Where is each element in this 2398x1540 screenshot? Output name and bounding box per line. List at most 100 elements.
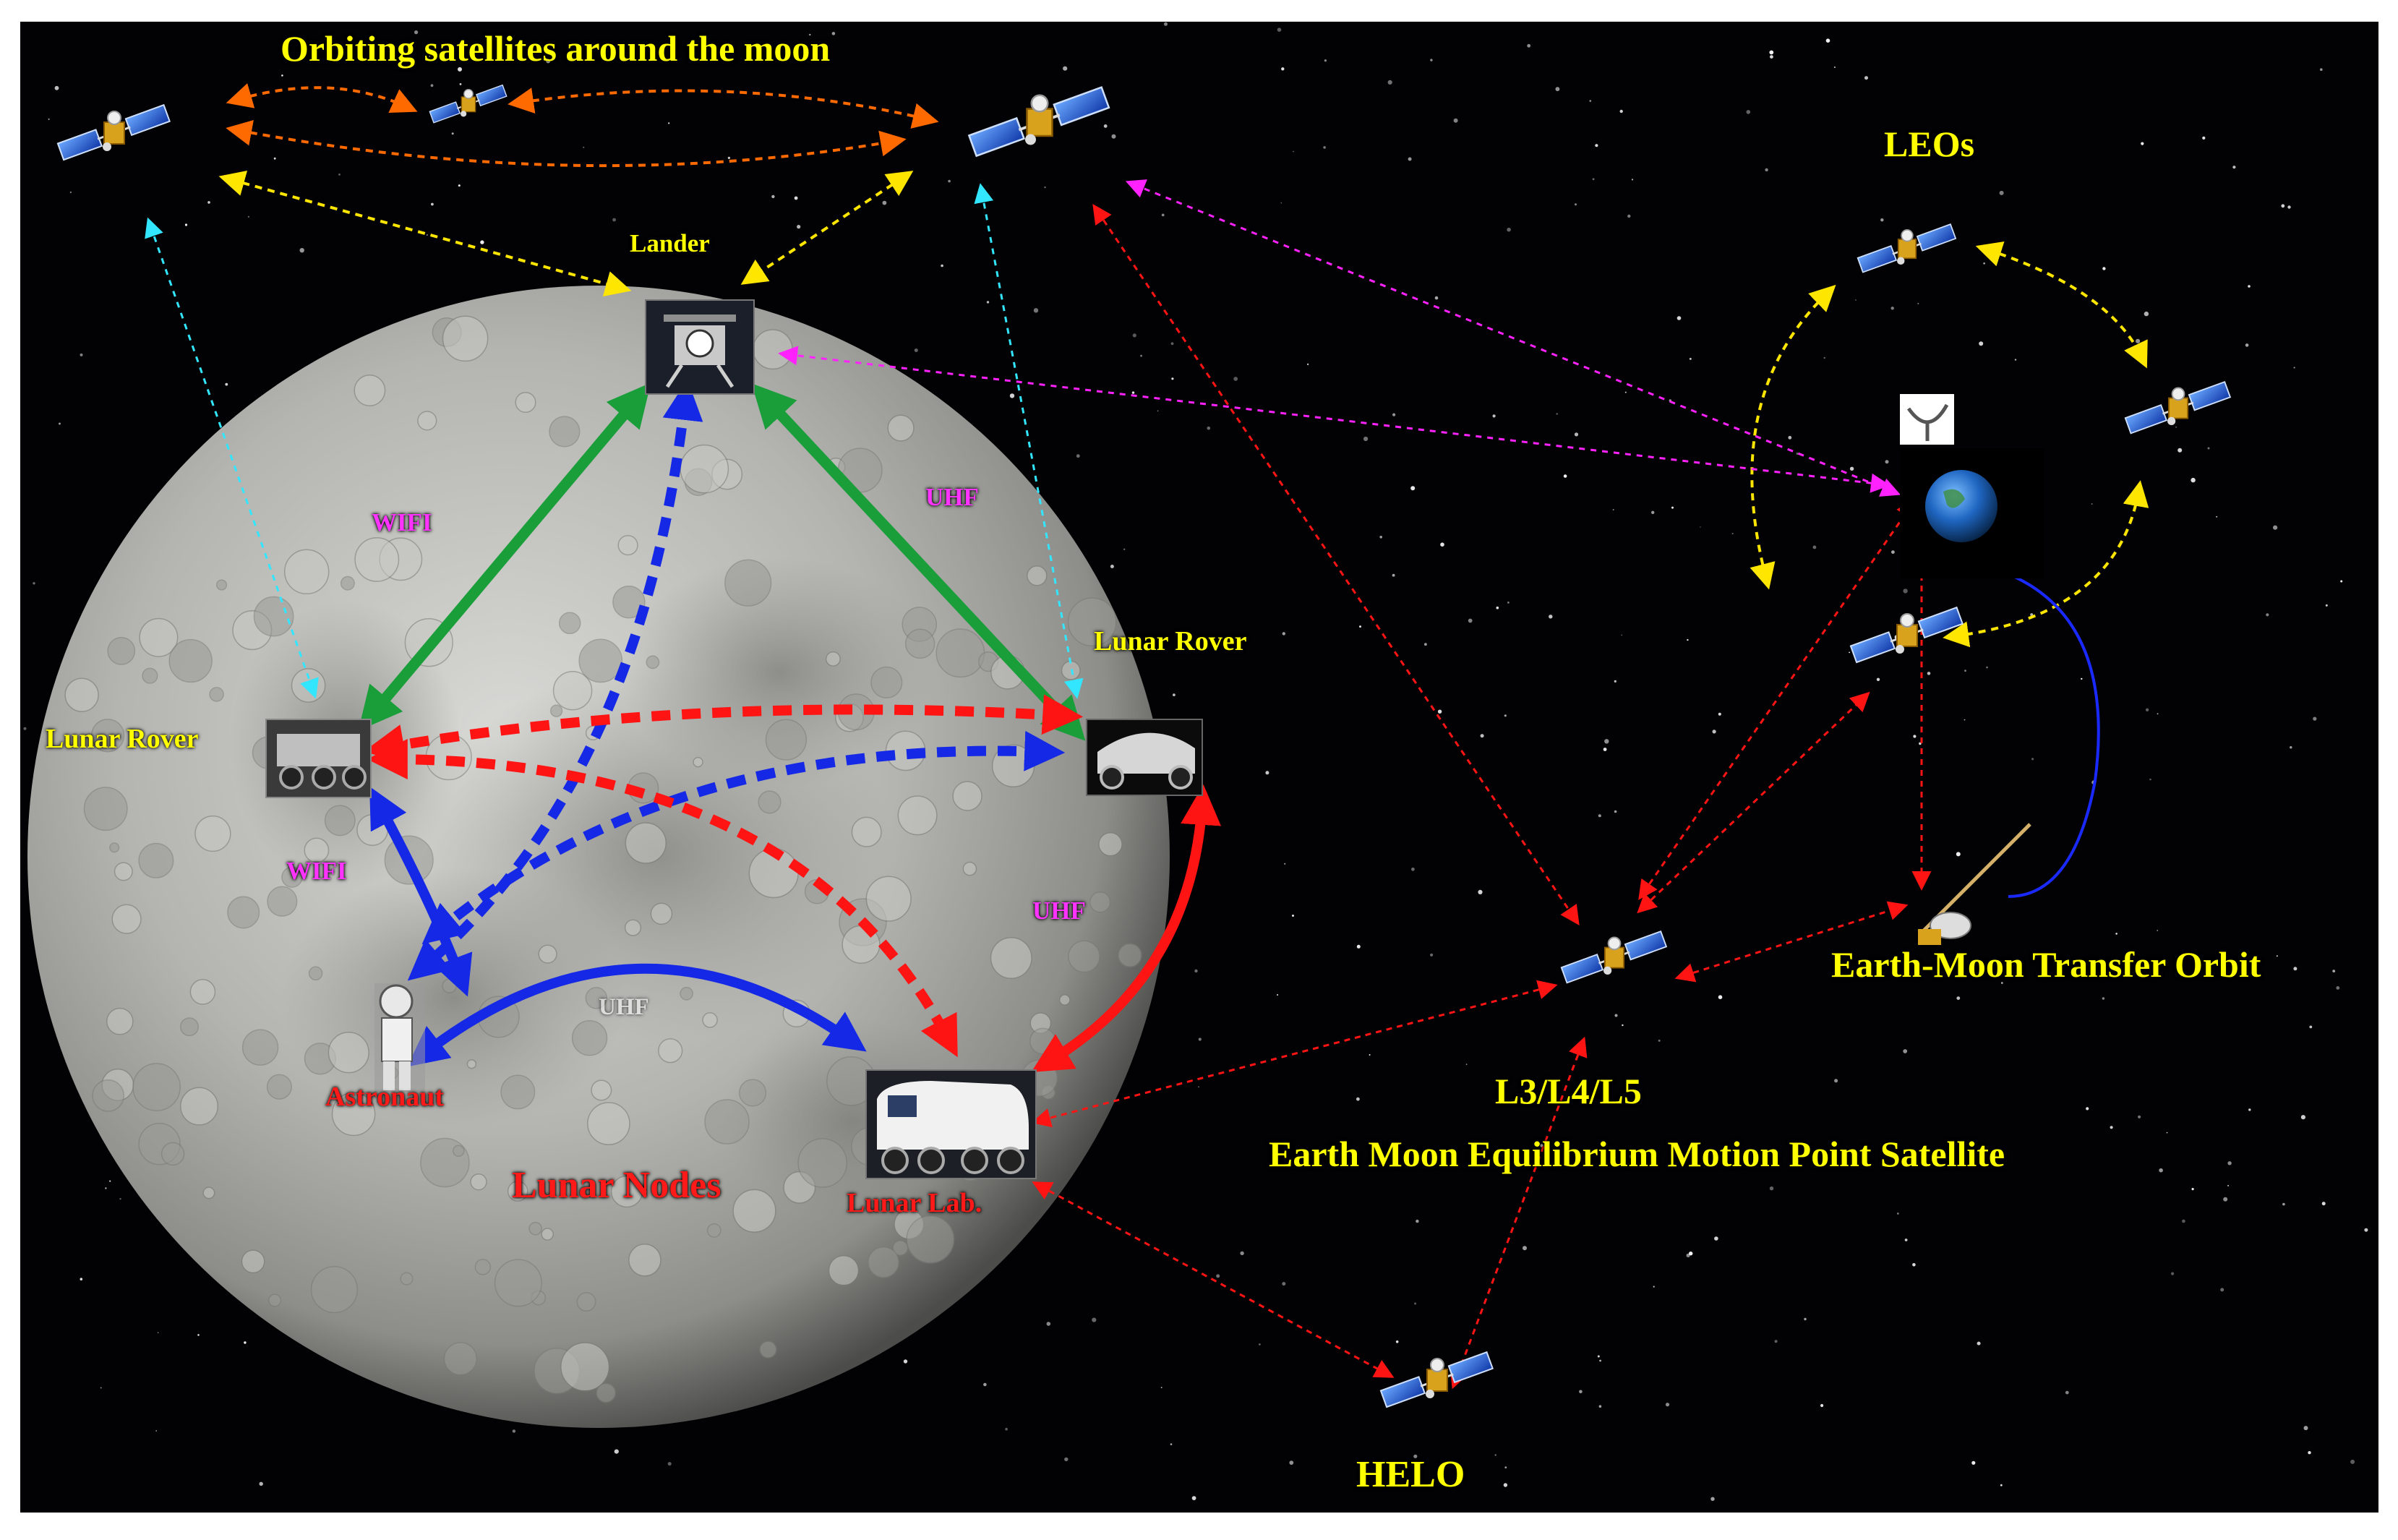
crater [267, 1293, 282, 1307]
crater [704, 1099, 750, 1145]
crater [304, 837, 330, 863]
star [1855, 299, 1857, 301]
star [1834, 1079, 1838, 1083]
crater [160, 1142, 185, 1166]
crater [1098, 831, 1123, 857]
star [1277, 994, 1279, 996]
crater [442, 978, 457, 993]
star [1076, 454, 1080, 458]
star [2001, 982, 2003, 984]
star [1687, 638, 1689, 641]
crater [625, 822, 667, 864]
star [2245, 343, 2249, 347]
star [1714, 1236, 1718, 1241]
star [1064, 1457, 1069, 1462]
star [1468, 618, 1473, 623]
star [1160, 1387, 1162, 1388]
lunar-network-diagram [23, 22, 2368, 1501]
star [1198, 1086, 1199, 1087]
star [1614, 1014, 1618, 1017]
crater [587, 1102, 630, 1145]
star [2300, 1115, 2305, 1120]
crater [549, 704, 563, 717]
star [2273, 525, 2278, 530]
star [2138, 1115, 2141, 1118]
star [2000, 1484, 2003, 1486]
crater [702, 1012, 718, 1028]
crater [528, 1221, 542, 1236]
crater [541, 1228, 554, 1241]
satellite-icon-leo-bottom [1849, 606, 1964, 664]
crater [209, 687, 224, 702]
star [2091, 502, 2093, 505]
star [281, 74, 283, 77]
star [1598, 814, 1601, 818]
star [2293, 967, 2298, 971]
star [1173, 693, 1176, 696]
star [809, 33, 811, 36]
star [1198, 1038, 1202, 1041]
crater [417, 411, 437, 431]
lunar-rover-right-label: Lunar Rover [1094, 626, 1247, 656]
star [458, 67, 462, 72]
crater [724, 559, 772, 607]
star [157, 1332, 159, 1333]
wifi-top-label: WIFI [372, 508, 432, 536]
crater [935, 628, 985, 678]
crater [470, 1173, 487, 1191]
star [914, 348, 918, 352]
star [480, 240, 484, 244]
star [1885, 460, 1889, 464]
crater [466, 1058, 477, 1069]
star [1927, 672, 1931, 675]
star [2159, 1168, 2163, 1173]
crater [680, 986, 693, 1001]
crater [180, 1017, 199, 1037]
star [1033, 308, 1039, 313]
star [1903, 589, 1908, 594]
star [1563, 474, 1567, 478]
star [1453, 118, 1458, 123]
star [2313, 716, 2317, 721]
star [1977, 1341, 1981, 1346]
star [2182, 1219, 2185, 1223]
star [2287, 205, 2291, 209]
star [100, 1387, 102, 1389]
crater [825, 651, 841, 667]
star [2216, 516, 2218, 518]
star [2149, 778, 2151, 781]
star [1849, 466, 1854, 471]
star [2191, 1188, 2194, 1191]
star [727, 156, 731, 160]
star [1323, 146, 1326, 149]
crater [442, 315, 489, 362]
star [614, 1449, 619, 1454]
crater [578, 638, 623, 683]
star [2276, 955, 2278, 957]
crater [494, 1259, 542, 1307]
star [414, 30, 419, 35]
star [80, 353, 83, 356]
star [1849, 651, 1851, 654]
star [2303, 1426, 2308, 1431]
crater [443, 1342, 478, 1376]
star [2136, 338, 2141, 343]
lunar-lab-image [865, 1069, 1037, 1179]
star [1265, 771, 1269, 775]
star [1671, 506, 1674, 509]
star [1414, 1302, 1417, 1305]
star [794, 196, 798, 200]
star [2248, 1108, 2251, 1111]
star [1233, 377, 1238, 381]
crater [650, 902, 673, 925]
l-points-label: L3/L4/L5 [1495, 1071, 1642, 1111]
star [2157, 713, 2159, 715]
star [2227, 1161, 2232, 1165]
crater [189, 979, 216, 1005]
crater [646, 655, 660, 670]
star [2065, 1390, 2069, 1395]
star [667, 1462, 672, 1466]
crater [92, 1079, 124, 1112]
star [1507, 227, 1511, 232]
star [1631, 179, 1634, 181]
